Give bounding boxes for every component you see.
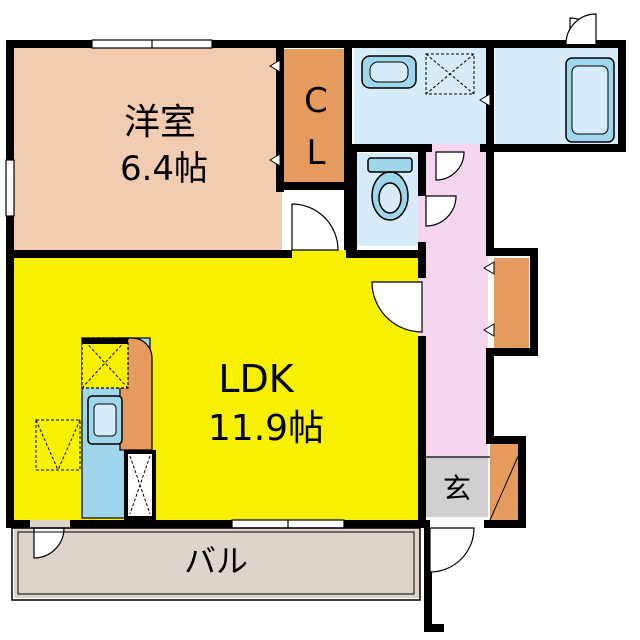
closet-door-marks xyxy=(269,59,495,337)
toilet-door-opening xyxy=(418,196,426,242)
closet-room xyxy=(284,49,346,183)
bedroom-room xyxy=(14,47,282,253)
windows xyxy=(5,39,345,529)
shoe-storage xyxy=(494,258,529,348)
entrance-area xyxy=(426,457,488,517)
fridge-cross-2 xyxy=(81,337,129,389)
entrance-label: 玄 xyxy=(443,472,471,505)
walls xyxy=(6,40,626,632)
door-swings xyxy=(33,13,597,573)
dining-space-marker xyxy=(35,419,81,471)
bedroom-name: 洋室 xyxy=(124,102,196,143)
toilet-fixture xyxy=(367,157,413,221)
ldk-name: LDK xyxy=(218,357,294,401)
balcony-inner xyxy=(17,531,415,595)
washbasin-bowl xyxy=(369,61,409,83)
fridge-cross-1 xyxy=(81,337,129,389)
ldk-room xyxy=(14,253,420,523)
balcony-label: バル xyxy=(184,542,248,580)
entrance-storage xyxy=(490,440,520,520)
kitchen-sink-bowl xyxy=(93,403,117,437)
entrance-storage-diag xyxy=(489,451,521,521)
closet-label-l: L xyxy=(307,133,326,173)
balcony-door-opening xyxy=(30,520,70,528)
bathtub-inner xyxy=(571,65,609,135)
ldk-size: 11.9帖 xyxy=(208,408,324,449)
balcony-rail xyxy=(11,527,421,601)
door-openings xyxy=(292,250,346,258)
entry-door-opening xyxy=(430,520,484,528)
closet-label-c: C xyxy=(304,81,328,121)
range-hood-mark xyxy=(82,338,128,344)
balcony-area xyxy=(14,526,420,598)
washing-machine-space xyxy=(425,53,475,95)
bedroom-size: 6.4帖 xyxy=(120,149,208,189)
pantry-cross-2 xyxy=(129,455,151,515)
washroom-door-opening xyxy=(432,144,480,152)
